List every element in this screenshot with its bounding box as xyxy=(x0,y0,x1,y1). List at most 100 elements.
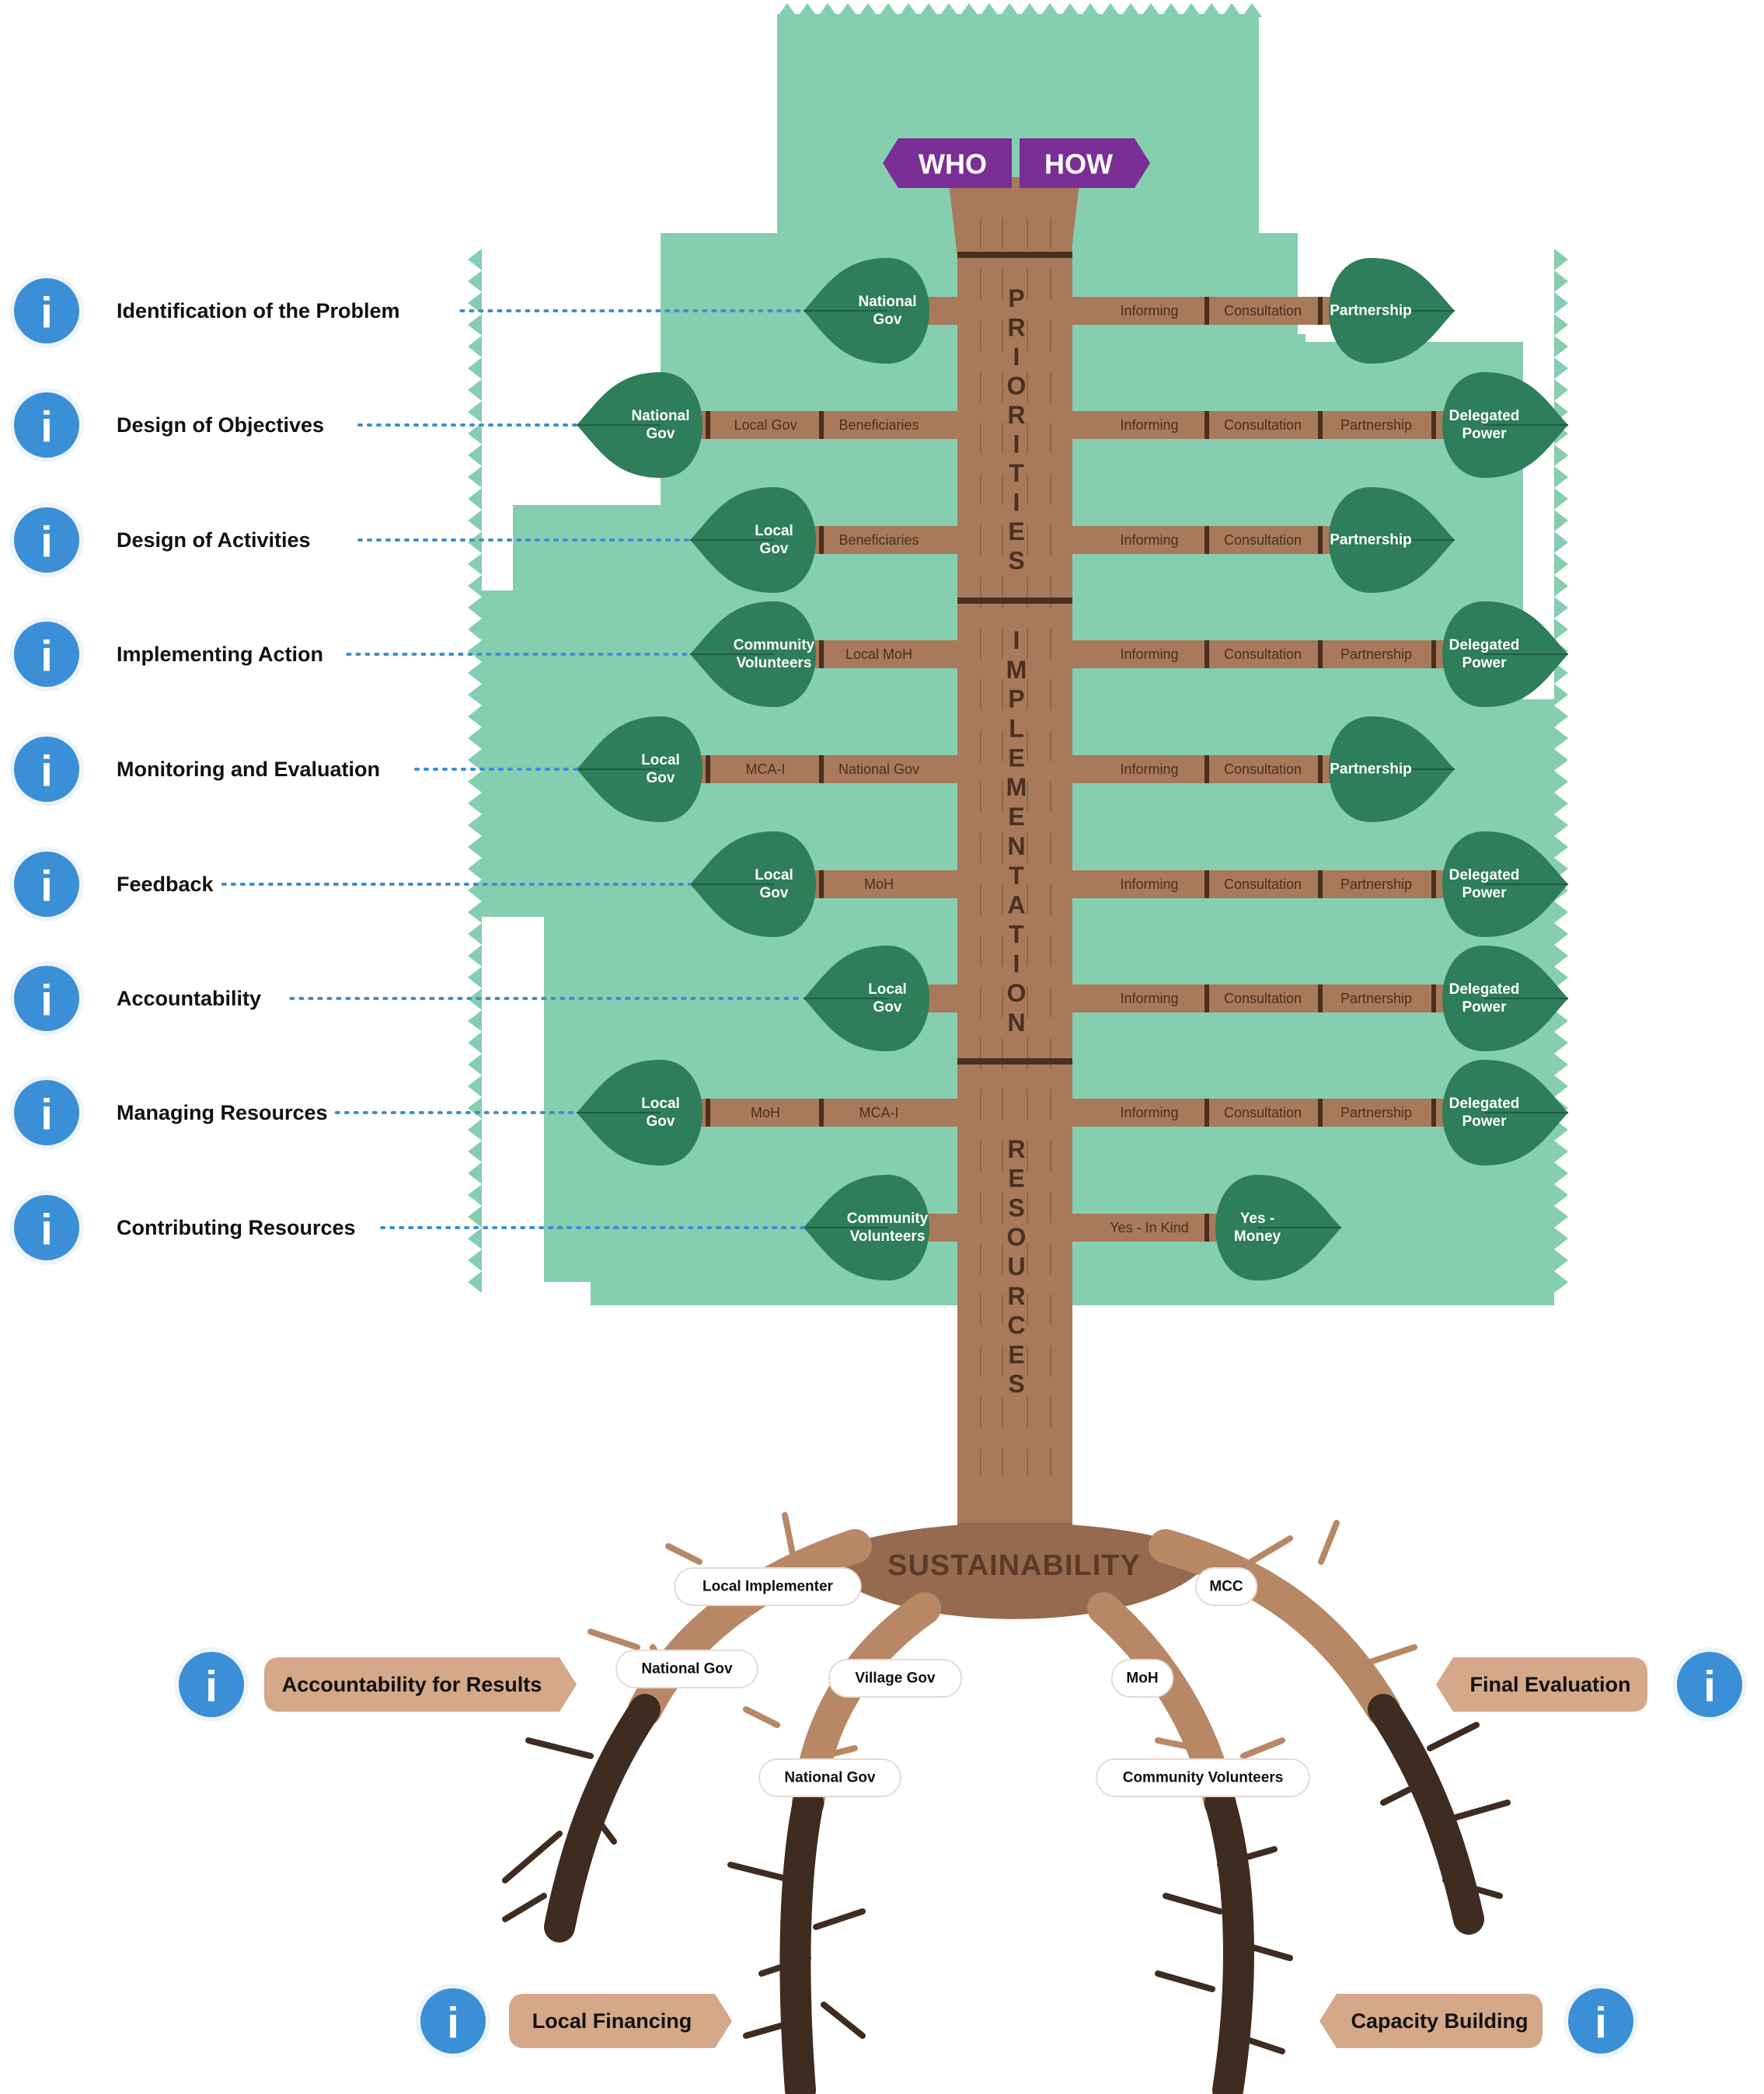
leaf: Partnership xyxy=(1329,487,1455,593)
branch-separator xyxy=(1318,1099,1323,1127)
callout-label: Final Evaluation xyxy=(1469,1673,1630,1696)
leaf-label: Partnership xyxy=(1330,761,1412,778)
root-twig xyxy=(502,1893,547,1922)
info-icon[interactable]: i xyxy=(9,1190,84,1265)
leaf-label-line: Delegated xyxy=(1449,637,1520,653)
leaf-label-line: Volunteers xyxy=(850,1228,926,1245)
info-icon[interactable]: i xyxy=(9,617,84,692)
trunk-label-implementation-letter: N xyxy=(1007,1009,1025,1037)
trunk-label-priorities-letter: S xyxy=(1008,546,1024,574)
root-twig xyxy=(743,1706,780,1728)
root-pill-label: Community Volunteers xyxy=(1123,1770,1284,1786)
how-branch xyxy=(1072,640,1445,668)
root-pill-label: National Gov xyxy=(641,1661,733,1678)
root-twig xyxy=(821,2002,866,2039)
info-icon[interactable]: i xyxy=(9,847,84,922)
leaf-label-line: Partnership xyxy=(1330,303,1412,319)
who-segment-label: National Gov xyxy=(838,761,919,777)
root-twig xyxy=(813,1908,866,1930)
root-twig xyxy=(1450,1800,1511,1821)
leaf-label-line: Power xyxy=(1462,999,1507,1016)
root-twig xyxy=(1232,2033,1285,2054)
info-icon[interactable]: i xyxy=(9,503,84,577)
who-segment-label: Local Gov xyxy=(734,417,797,433)
info-icon[interactable]: i xyxy=(9,274,84,348)
leaf-label-line: Money xyxy=(1234,1228,1281,1245)
callout-shape xyxy=(1320,1994,1543,2048)
info-icon[interactable]: i xyxy=(9,732,84,807)
branch-separator xyxy=(1318,526,1323,554)
info-icon[interactable]: i xyxy=(174,1647,249,1722)
info-icon[interactable]: i xyxy=(1672,1647,1747,1722)
sustainability-label: SUSTAINABILITY xyxy=(887,1549,1141,1582)
info-icon[interactable]: i xyxy=(9,961,84,1036)
how-branch xyxy=(1072,526,1332,554)
how-segment-label: Partnership xyxy=(1340,417,1412,433)
how-segment-label: Consultation xyxy=(1224,303,1302,319)
branch-separator xyxy=(1204,984,1209,1012)
how-branch xyxy=(1072,870,1445,898)
root xyxy=(1368,1694,1484,1935)
info-glyph: i xyxy=(40,747,53,796)
trunk-label-implementation-letter: L xyxy=(1009,715,1024,743)
branch-separator xyxy=(1204,1099,1209,1127)
root-pill: National Gov xyxy=(758,1758,901,1797)
info-glyph: i xyxy=(40,862,53,911)
who-branch xyxy=(926,984,957,1012)
info-glyph: i xyxy=(40,976,53,1025)
how-branch xyxy=(1072,755,1332,783)
leaf-label-line: Delegated xyxy=(1449,408,1520,424)
leaf-label-line: National xyxy=(859,294,917,310)
trunk-label-resources-letter: R xyxy=(1007,1135,1025,1163)
leaf: Yes -Money xyxy=(1215,1175,1341,1280)
trunk-label-implementation-letter: E xyxy=(1008,803,1024,831)
trunk-divider xyxy=(957,1058,1072,1064)
leaf-label-line: National xyxy=(632,408,690,424)
trunk-label-priorities-letter: R xyxy=(1007,401,1025,429)
how-label: HOW xyxy=(1044,148,1113,180)
info-icon[interactable]: i xyxy=(1564,1984,1638,2058)
leaf-label-line: Gov xyxy=(647,1113,675,1130)
root-twig xyxy=(1442,1877,1503,1899)
how-branch xyxy=(1072,984,1445,1012)
leaf-label-line: Gov xyxy=(647,426,675,442)
foliage-fringe xyxy=(468,3,1568,1293)
info-icon[interactable]: i xyxy=(9,388,84,462)
who-segment-label: MoH xyxy=(864,876,894,892)
leaf: Partnership xyxy=(1329,258,1455,364)
branch-separator xyxy=(819,1099,824,1127)
trunk-label-resources-letter: S xyxy=(1008,1370,1024,1398)
branch-separator xyxy=(1204,755,1209,783)
leaf-label-line: Volunteers xyxy=(737,655,812,671)
root-twig xyxy=(782,1512,796,1557)
info-icon[interactable]: i xyxy=(9,1075,84,1150)
who-branch xyxy=(699,1099,957,1127)
root-pill: Village Gov xyxy=(828,1659,963,1698)
leaf-label: Partnership xyxy=(1330,532,1412,549)
branch-separator xyxy=(819,411,824,439)
trunk xyxy=(957,249,1072,1523)
info-icon[interactable]: i xyxy=(416,1984,490,2058)
root xyxy=(1204,1787,1254,2094)
